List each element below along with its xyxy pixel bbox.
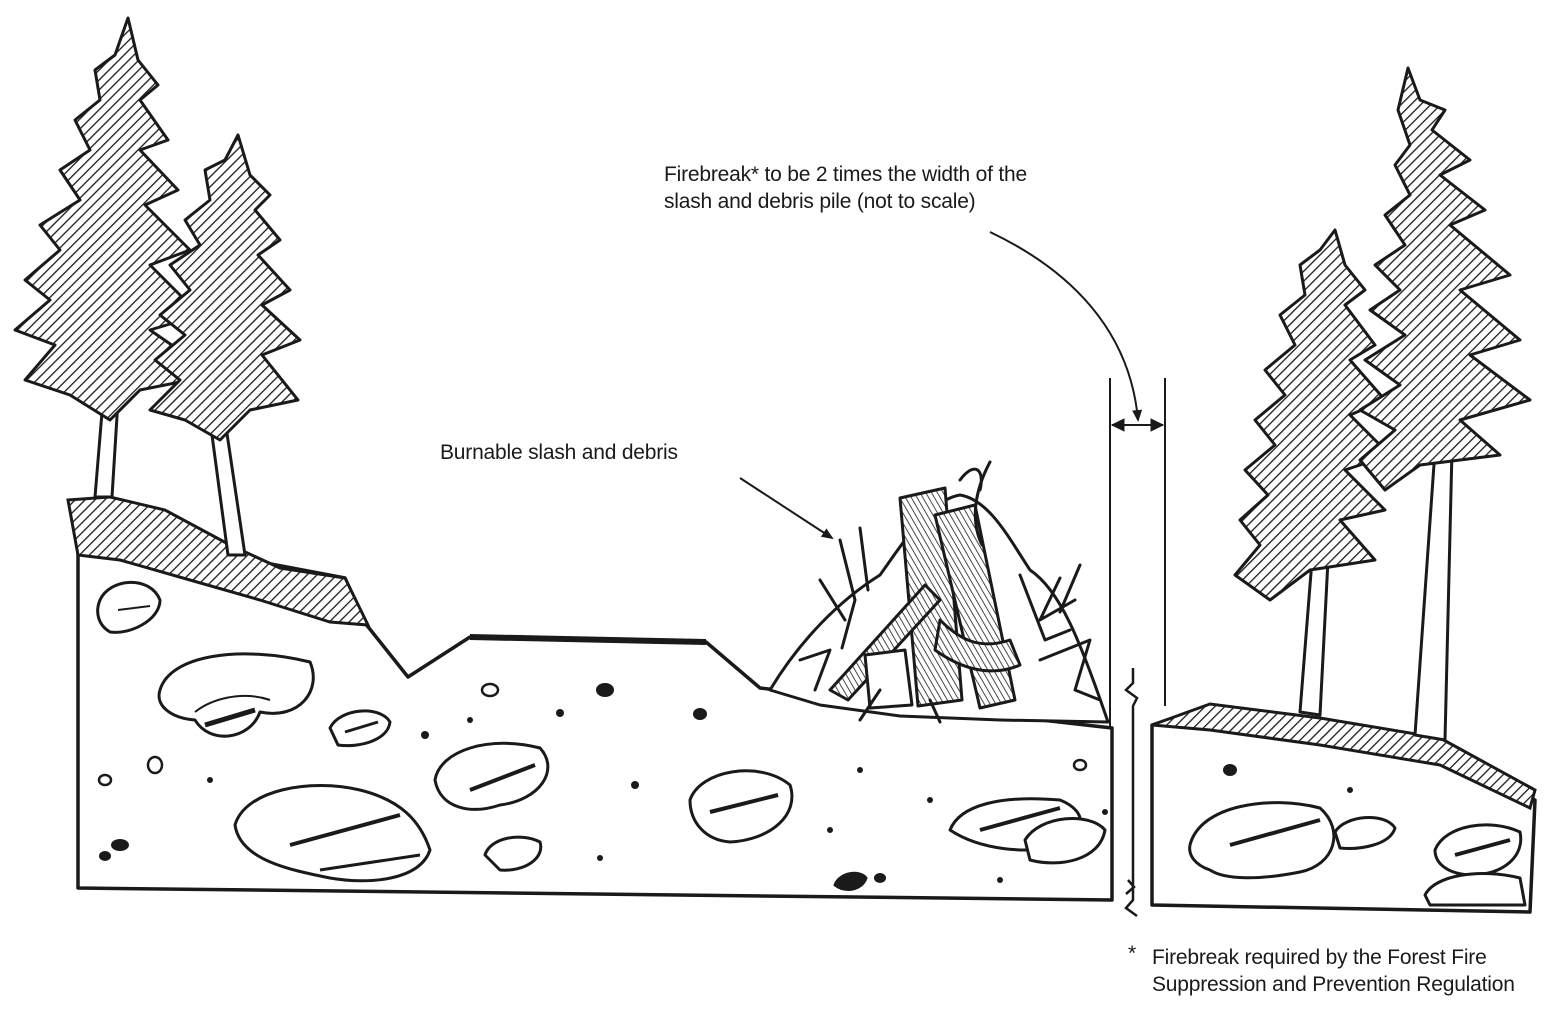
footnote-marker: * bbox=[1128, 940, 1136, 967]
slash-debris-pile bbox=[770, 462, 1108, 722]
footnote: * Firebreak required by the Forest Fire … bbox=[1128, 944, 1558, 998]
firebreak-label: Firebreak* to be 2 times the width of th… bbox=[664, 161, 1044, 215]
tree-right-2 bbox=[1360, 68, 1530, 740]
slash-debris-label: Burnable slash and debris bbox=[440, 439, 800, 466]
slash-leader bbox=[740, 478, 832, 538]
footnote-text: Firebreak required by the Forest Fire Su… bbox=[1128, 944, 1558, 998]
firebreak-leader bbox=[990, 232, 1138, 420]
tree-right-1 bbox=[1235, 230, 1390, 715]
tree-left-2 bbox=[150, 135, 300, 555]
break-symbols bbox=[1126, 668, 1137, 916]
